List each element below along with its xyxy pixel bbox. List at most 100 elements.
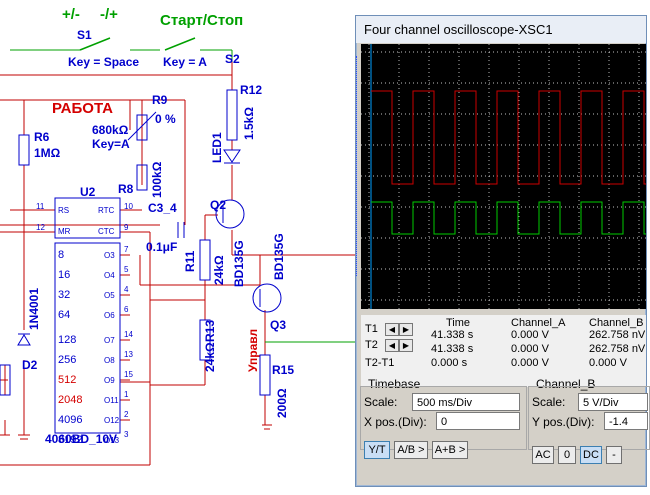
- channel-ypos-label: Y pos.(Div):: [532, 415, 595, 429]
- chip-pin-11: 11: [36, 202, 45, 211]
- chip-output-divider: 16: [58, 269, 71, 281]
- row-t2-b: 262.758 nV: [589, 343, 646, 355]
- row-t2-label: T2: [365, 339, 378, 351]
- row-diff-label: T2-T1: [365, 357, 395, 369]
- chip-pin-12: 12: [36, 223, 45, 232]
- chip-output-name: O5: [104, 291, 115, 300]
- oscilloscope-title: Four channel oscilloscope-XSC1: [356, 16, 646, 43]
- t1-left-arrow-icon[interactable]: ◀: [385, 323, 399, 336]
- row-t1-a: 0.000 V: [511, 329, 549, 341]
- u2-part: 4060BD_10V: [45, 432, 118, 446]
- row-t2-a: 0.000 V: [511, 343, 549, 355]
- chip-pin-rtc: RTC: [98, 206, 115, 215]
- row-diff-time: 0.000 s: [431, 357, 468, 369]
- coupling-zero-button[interactable]: 0: [558, 446, 576, 464]
- chip-output-name: O11: [104, 396, 119, 405]
- chip-output-divider: 2048: [58, 394, 83, 406]
- r6-name: R6: [34, 130, 50, 144]
- led1-label: LED1: [210, 132, 224, 163]
- chip-output-divider: 256: [58, 354, 77, 366]
- row-t1-b: 262.758 nV: [589, 329, 646, 341]
- channel-b-trace: [371, 201, 646, 235]
- mode-ab-button[interactable]: A/B >: [394, 441, 428, 459]
- chip-output-divider: 32: [58, 289, 71, 301]
- s1-label: S1: [77, 28, 92, 42]
- r9-key: Key=A: [92, 137, 130, 151]
- chip-output-divider: 4096: [58, 414, 83, 426]
- chip-output-pin: 3: [124, 430, 129, 439]
- chip-output-pin: 2: [124, 410, 129, 419]
- timebase-title: Timebase: [368, 377, 421, 391]
- r8-name: R8: [118, 182, 134, 196]
- chip-pin-rs: RS: [58, 206, 70, 215]
- row-t1-label: T1: [365, 323, 378, 335]
- r15-value: 200Ω: [275, 388, 289, 418]
- chip-output-pin: 14: [124, 330, 133, 339]
- chip-output-divider: 8: [58, 249, 65, 261]
- mode-a-plus-b-button[interactable]: A+B >: [432, 441, 468, 459]
- header-time: Time: [446, 317, 471, 329]
- r13-value: 24kΩ: [203, 342, 217, 372]
- channel-title: Channel_B: [536, 377, 596, 391]
- chip-output-name: O9: [104, 376, 115, 385]
- chip-output-pin: 5: [124, 265, 129, 274]
- r15-name: R15: [272, 363, 295, 377]
- chip-output-pin: 15: [124, 370, 133, 379]
- r6-value: 1MΩ: [34, 146, 61, 160]
- row-diff-b: 0.000 V: [589, 357, 627, 369]
- chip-output-name: O3: [104, 251, 115, 260]
- r9-value: 680kΩ: [92, 123, 129, 137]
- c3-value: 0.1μF: [146, 240, 178, 254]
- t1-right-arrow-icon[interactable]: ▶: [399, 323, 413, 336]
- q3-name: Q3: [270, 318, 287, 332]
- row-t2-time: 41.338 s: [431, 343, 474, 355]
- key-space-label: Key = Space: [68, 55, 140, 69]
- trace-scroll-marker: [356, 56, 361, 276]
- chip-pin-9: 9: [124, 223, 129, 232]
- start-stop-label: Старт/Стоп: [160, 12, 244, 29]
- chip-output-name: O7: [104, 336, 115, 345]
- row-t1-time: 41.338 s: [431, 329, 474, 341]
- coupling-minus-button[interactable]: -: [606, 446, 622, 464]
- chip-output-pin: 4: [124, 285, 129, 294]
- q2-name: Q2: [210, 198, 227, 212]
- s2-label: S2: [225, 52, 240, 66]
- r9-name: R9: [152, 93, 168, 107]
- timebase-xpos-input[interactable]: 0: [436, 412, 520, 430]
- chip-output-name: O4: [104, 271, 115, 280]
- chip-pin-ctc: CTC: [98, 227, 115, 236]
- mode-yt-button[interactable]: Y/T: [364, 441, 390, 459]
- oscilloscope-window[interactable]: Four channel oscilloscope-XSC1 Time Chan…: [355, 15, 650, 487]
- header-channel-a: Channel_A: [511, 317, 566, 329]
- t2-left-arrow-icon[interactable]: ◀: [385, 339, 399, 352]
- measurement-table: Time Channel_A Channel_B T1 ◀ ▶ 41.338 s…: [361, 315, 646, 387]
- q2-part: BD135G: [232, 240, 246, 287]
- timebase-xpos-label: X pos.(Div):: [364, 415, 427, 429]
- scope-grid: [361, 44, 646, 309]
- coupling-dc-button[interactable]: DC: [580, 446, 602, 464]
- switch-minus-plus-label: -/+: [100, 6, 118, 23]
- header-channel-b: Channel_B: [589, 317, 644, 329]
- channel-ypos-input[interactable]: -1.4: [604, 412, 648, 430]
- t2-right-arrow-icon[interactable]: ▶: [399, 339, 413, 352]
- channel-scale-input[interactable]: 5 V/Div: [578, 393, 648, 411]
- chip-output-pin: 13: [124, 350, 133, 359]
- timebase-scale-input[interactable]: 500 ms/Div: [412, 393, 520, 411]
- chip-pin-10: 10: [124, 202, 133, 211]
- channel-a-trace: [371, 90, 646, 185]
- u2-name: U2: [80, 185, 96, 199]
- r12-name: R12: [240, 83, 263, 97]
- timebase-scale-label: Scale:: [364, 395, 398, 409]
- upravl-label: Управл: [246, 328, 260, 372]
- d2-part: 1N4001: [27, 287, 41, 330]
- chip-output-name: O12: [104, 416, 120, 425]
- r13-name: R13: [203, 319, 217, 342]
- channel-scale-label: Scale:: [532, 395, 566, 409]
- chip-output-pin: 1: [124, 390, 129, 399]
- coupling-ac-button[interactable]: AC: [532, 446, 554, 464]
- r11-value: 24kΩ: [212, 255, 226, 285]
- chip-output-name: O13: [104, 436, 120, 445]
- chip-output-divider: 8192: [58, 434, 83, 446]
- q3-part: BD135G: [272, 233, 286, 280]
